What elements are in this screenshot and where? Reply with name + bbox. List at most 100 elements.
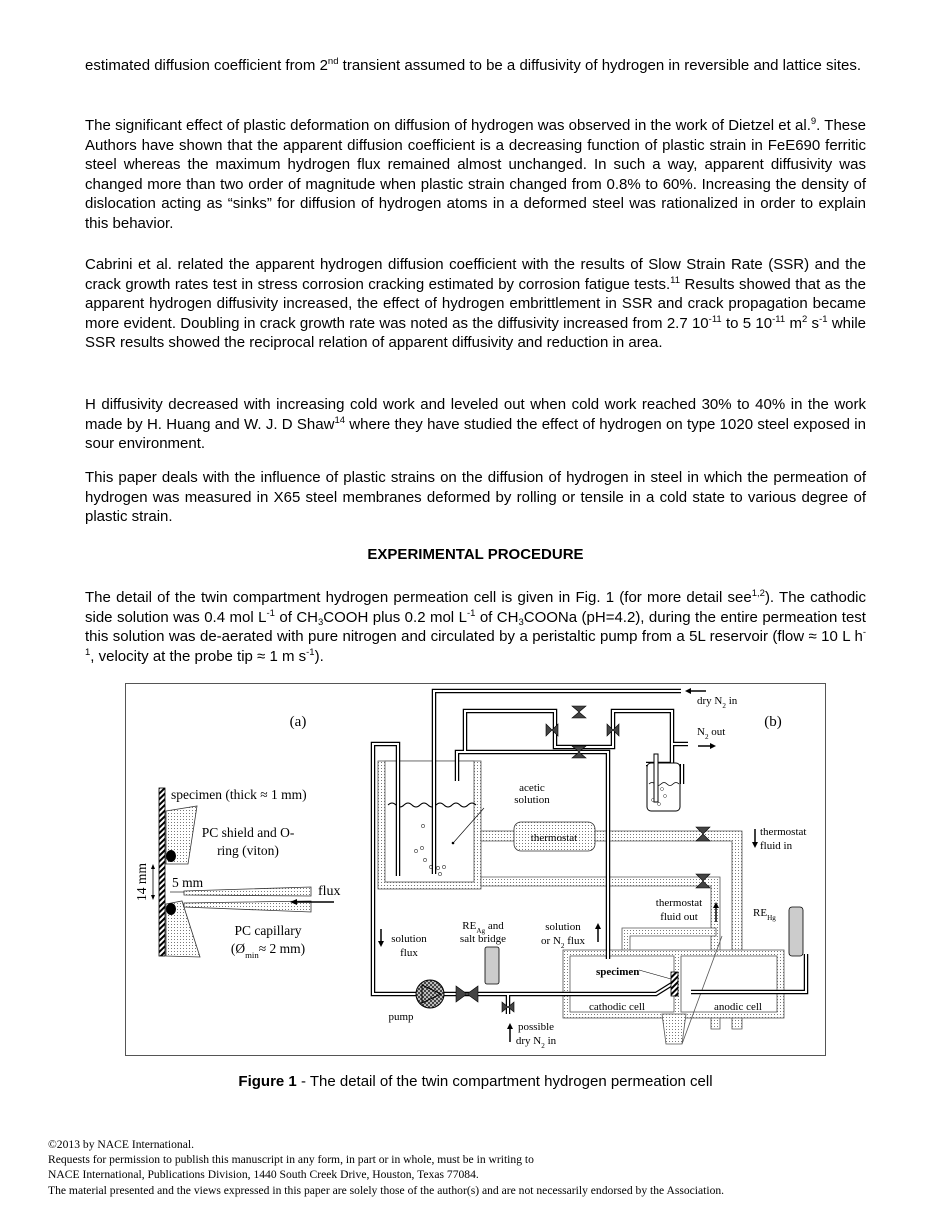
bubbles: [414, 824, 446, 876]
label-pc-shield-1: PC shield and O-: [202, 825, 295, 840]
label-n2-out: N2 out: [697, 726, 725, 741]
label-solution-flux-2: flux: [400, 947, 418, 959]
text-run: of CH: [475, 608, 519, 626]
label-pump: pump: [388, 1011, 414, 1023]
text-run: Results showed that as the apparent hydr…: [85, 275, 866, 332]
footer-line: NACE International, Publications Divisio…: [48, 1168, 479, 1182]
label-14mm: 14 mm: [134, 863, 149, 901]
pc-shield-top: [165, 805, 198, 865]
label-pc-shield-2: ring (viton): [217, 843, 279, 858]
superscript: -1: [819, 313, 828, 325]
paragraph-diffusion-transient: estimated diffusion coefficient from 2nd…: [85, 56, 866, 76]
text-run: PC shield and O-: [202, 825, 295, 840]
text-run: pump: [388, 1011, 414, 1023]
copyright-footer: ©2013 by NACE International. Requests fo…: [48, 1137, 724, 1198]
text-run: flux: [318, 884, 341, 899]
label-re-ag-2: salt bridge: [460, 933, 506, 945]
text-run: where they have studied the effect of hy…: [85, 415, 866, 453]
text-run: solution: [391, 933, 427, 945]
text-run: dry N: [516, 1035, 541, 1047]
re-hg-electrode: [788, 906, 804, 957]
label-thermostat-out-2: fluid out: [660, 911, 698, 923]
text-run: of CH: [274, 608, 318, 626]
text-run: or N: [541, 935, 561, 947]
text-run: to 5 10: [721, 314, 773, 332]
valve-n2-inlet: [501, 1001, 515, 1013]
text-run: estimated diffusion coefficient from 2: [85, 57, 328, 74]
text-run: PC capillary: [234, 923, 301, 938]
label-specimen: specimen: [596, 966, 639, 978]
text-run: (b): [764, 714, 782, 730]
superscript: 2: [801, 313, 808, 325]
text-run: anodic cell: [714, 1001, 762, 1013]
text-run: and: [485, 920, 504, 932]
paragraph-paper-scope: This paper deals with the influence of p…: [85, 468, 866, 527]
text-run: 14 mm: [134, 863, 149, 901]
superscript: -1: [306, 646, 315, 658]
figure-caption-label: Figure 1: [238, 1073, 297, 1090]
specimen-hatched: [158, 787, 166, 957]
label-anodic-cell: anodic cell: [714, 1001, 762, 1013]
label-pc-capillary-2: (Ømin≈ 2 mm): [231, 941, 305, 960]
salt-bridge: [484, 946, 500, 985]
figure-caption-text: - The detail of the twin compartment hyd…: [296, 1073, 713, 1090]
text-run: N: [697, 726, 705, 738]
text-run: Cabrini et al. related the apparent hydr…: [85, 256, 866, 293]
text-run: in: [545, 1035, 557, 1047]
text-run: , velocity at the probe tip ≈ 1 m s: [90, 647, 307, 665]
valve-left: [545, 723, 559, 737]
flow-arrows: [378, 688, 758, 1042]
text-run: s: [807, 314, 820, 332]
text-run: RE: [753, 907, 767, 919]
subscript: 3: [317, 616, 324, 628]
label-re-ag-1: REAg and: [462, 920, 504, 935]
text-run: (a): [290, 714, 307, 730]
subscript: 2: [705, 733, 709, 741]
subscript: 2: [722, 702, 726, 710]
text-run: (Ø: [231, 941, 245, 956]
superscript: 11: [670, 274, 681, 286]
footer-line: Requests for permission to publish this …: [48, 1153, 534, 1167]
valves: [455, 705, 711, 1013]
label-panel-b: (b): [764, 714, 782, 730]
footer-line: The material presented and the views exp…: [48, 1183, 725, 1197]
label-pc-capillary-1: PC capillary: [234, 923, 301, 938]
o-ring-top: [166, 850, 176, 862]
text-run: fluid out: [660, 911, 698, 923]
text-run: ring (viton): [217, 843, 279, 858]
text-run: out: [709, 726, 726, 738]
text-run: ).: [314, 647, 324, 665]
label-cathodic-cell: cathodic cell: [589, 1001, 645, 1013]
text-run: cathodic cell: [589, 1001, 645, 1013]
superscript: -1: [266, 607, 275, 619]
valve-top: [571, 705, 587, 719]
acetic-leader: [453, 807, 485, 843]
capillary-lower: [183, 900, 312, 913]
text-run: 5 mm: [172, 875, 204, 890]
text-run: while SSR results showed the reciprocal …: [85, 314, 866, 352]
text-run: ). The cathodic side solution was 0.4 mo…: [85, 589, 867, 626]
pc-shield-bottom: [165, 900, 201, 958]
capillary-upper: [183, 886, 312, 897]
subscript: min: [245, 950, 259, 960]
label-acetic-2: solution: [514, 794, 550, 806]
o-ring-bottom: [166, 903, 176, 915]
text-run: m: [785, 314, 802, 332]
paragraph-dietzel: The significant effect of plastic deform…: [85, 116, 866, 233]
label-solution-flux-1: solution: [391, 933, 427, 945]
valve-thermostat-in: [695, 826, 711, 842]
bubbler: [646, 753, 681, 812]
valve-pump: [455, 985, 479, 1003]
subscript: 2: [561, 942, 565, 950]
text-run: specimen: [596, 966, 639, 978]
label-thermostat-in-1: thermostat: [760, 826, 806, 838]
paragraph-procedure: The detail of the twin compartment hydro…: [85, 588, 866, 666]
pump: [415, 979, 445, 1009]
label-thermostat-in-2: fluid in: [760, 840, 793, 852]
valve-thermostat-out: [695, 873, 711, 889]
text-run: flux: [400, 947, 418, 959]
superscript: nd: [327, 56, 339, 67]
figure-caption: Figure 1 - The detail of the twin compar…: [85, 1073, 866, 1090]
superscript: -1: [85, 627, 866, 658]
label-dry-n2-in: dry N2 in: [697, 695, 738, 710]
